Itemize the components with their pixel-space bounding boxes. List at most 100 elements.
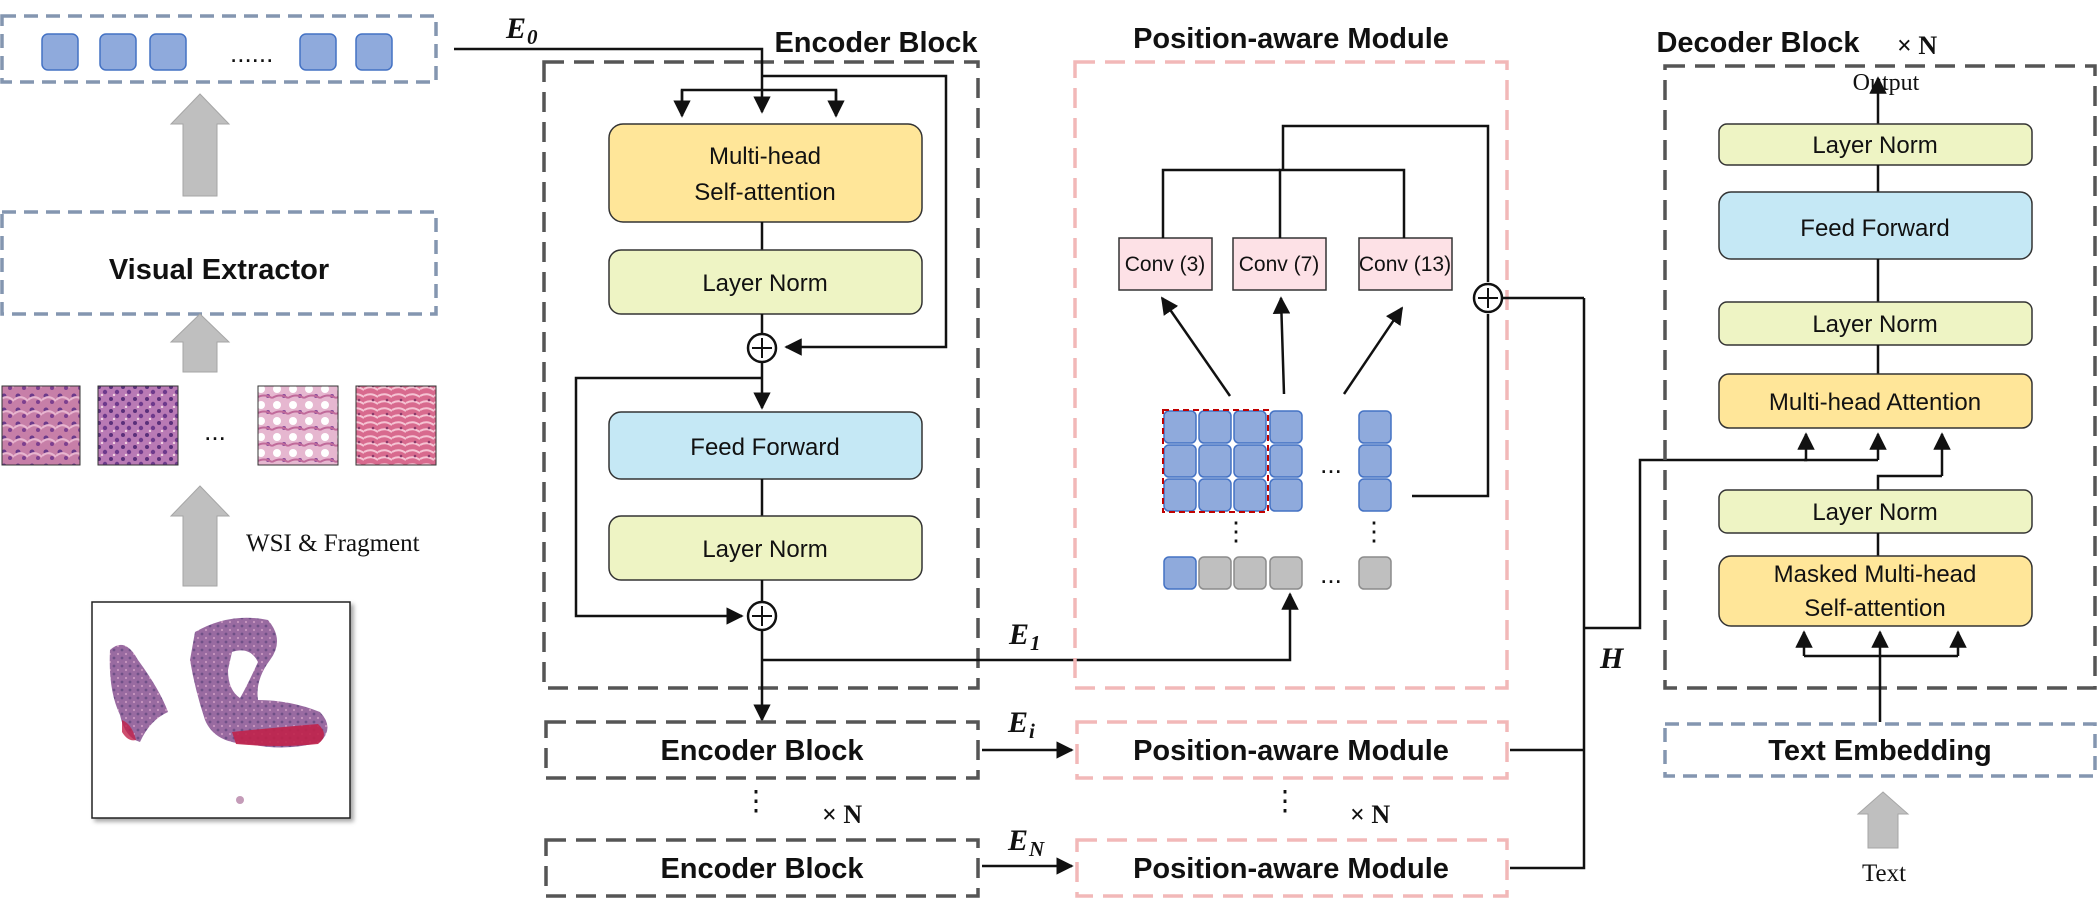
e0-arrow	[454, 47, 771, 114]
token-ellipsis: ......	[230, 38, 273, 68]
visual-extractor-label: Visual Extractor	[109, 254, 329, 286]
encoder-block-stack-n	[544, 838, 980, 898]
tissue-patches: ...	[1, 385, 437, 466]
patch-ellipsis: ...	[204, 416, 226, 446]
encoder-block-stack-1	[544, 720, 980, 780]
text-input-label: Text	[1862, 860, 1906, 887]
conv-merge-line	[1278, 168, 1406, 196]
tissue-patch	[1, 385, 81, 466]
decoder-repeat-label: × N	[1897, 31, 1937, 60]
position-module-stack-n	[1075, 838, 1509, 898]
grid-vdots: ⋮	[1361, 516, 1387, 546]
grid-residual-line	[1412, 314, 1490, 498]
gray-up-arrow	[169, 313, 231, 373]
svg-text:0: 0	[527, 25, 538, 49]
conv-3-box	[1118, 237, 1213, 291]
conv-input-arrow	[1272, 296, 1291, 395]
h-to-attention-line	[1584, 432, 1815, 630]
decoder-layer-norm-low	[1718, 489, 2033, 534]
residual-connection-1	[762, 74, 948, 356]
visual-token	[299, 33, 337, 71]
decoder-masked-attention-label-2: Self-attention	[1804, 595, 1945, 622]
svg-text:E: E	[1007, 706, 1028, 739]
decoder-masked-attention-box	[1718, 555, 2033, 627]
wsi-fragment-label: WSI & Fragment	[246, 530, 420, 557]
encoder-block-stack-n-label: Encoder Block	[660, 853, 864, 885]
decoder-attention-box	[1718, 373, 2033, 429]
token-row-frame	[0, 14, 438, 84]
svg-text:E: E	[1008, 618, 1029, 651]
decoder-feed-forward-label: Feed Forward	[1800, 215, 1949, 242]
visual-extractor-box	[0, 210, 438, 316]
text-embedding-box	[1663, 722, 2097, 778]
position-module-stack-1-label: Position-aware Module	[1133, 735, 1449, 767]
decoder-layer-norm-low-label: Layer Norm	[1812, 499, 1937, 526]
position-module-stack-1	[1075, 720, 1509, 780]
visual-token	[149, 33, 187, 71]
decoder-layer-norm-top	[1718, 123, 2033, 166]
position-module-frame	[1073, 60, 1509, 690]
tissue-patch	[355, 385, 437, 466]
token-row: ......	[0, 14, 438, 84]
encoder-attention-box	[608, 123, 923, 223]
conv-input-arrow	[1342, 306, 1404, 395]
conv-merge-line	[1281, 124, 1490, 282]
tissue-patch	[97, 385, 179, 466]
e1-arrow	[762, 592, 1299, 662]
whole-slide-image	[91, 601, 351, 819]
conv-merge-line	[1161, 168, 1280, 196]
decoder-query-line	[1876, 474, 1942, 490]
gray-up-arrow	[169, 93, 231, 197]
encoder-layer-norm-2	[608, 515, 923, 581]
output-label: Output	[1853, 70, 1920, 96]
visual-token	[355, 33, 393, 71]
encoder-layer-norm-2-label: Layer Norm	[702, 536, 827, 563]
decoder-attention-label: Multi-head Attention	[1769, 389, 1981, 416]
decoder-layer-norm-mid-label: Layer Norm	[1812, 311, 1937, 338]
encoder-layer-norm-1-label: Layer Norm	[702, 270, 827, 297]
conv-input-arrow	[1160, 296, 1232, 397]
svg-text:E: E	[1007, 824, 1028, 857]
module-repeat-label: × N	[1350, 800, 1390, 829]
conv-7-label: Conv (7)	[1239, 253, 1320, 276]
e0-label: E 0	[505, 12, 538, 49]
module-vdots: ⋮	[1271, 785, 1299, 816]
gray-up-arrow	[169, 485, 231, 587]
visual-token	[99, 33, 137, 71]
encoder-layer-norm-1	[608, 249, 923, 315]
conv-13-label: Conv (13)	[1359, 253, 1451, 276]
gray-up-arrow	[1856, 791, 1910, 849]
grid-ellipsis: ...	[1320, 559, 1342, 589]
svg-text:N: N	[1028, 837, 1045, 861]
encoder-feed-forward	[608, 411, 923, 480]
grid-vdots: ⋮	[1223, 516, 1249, 546]
svg-text:i: i	[1029, 719, 1035, 743]
h-aggregation-line	[1510, 298, 1586, 870]
en-label: E N	[1007, 824, 1045, 861]
conv-window	[1162, 409, 1269, 513]
encoder-feed-forward-label: Feed Forward	[690, 434, 839, 461]
svg-text:E: E	[505, 12, 526, 45]
tissue-patch	[257, 385, 339, 466]
grid-ellipsis: ...	[1320, 449, 1342, 479]
decoder-layer-norm-top-label: Layer Norm	[1812, 132, 1937, 159]
token-grid: ... ... ⋮ ⋮	[1162, 409, 1392, 590]
decoder-layer-norm-mid	[1718, 301, 2033, 346]
encoder-vdots: ⋮	[742, 785, 770, 816]
encoder-attention-label-2: Self-attention	[694, 179, 835, 206]
decoder-block-title: Decoder Block	[1656, 27, 1860, 59]
position-module-stack-n-label: Position-aware Module	[1133, 853, 1449, 885]
residual-connection-2	[574, 376, 762, 625]
encoder-repeat-label: × N	[822, 800, 862, 829]
text-embedding-label: Text Embedding	[1768, 735, 1991, 767]
h-label: H	[1599, 642, 1625, 675]
encoder-attention-label-1: Multi-head	[709, 143, 821, 170]
conv-3-label: Conv (3)	[1125, 253, 1206, 276]
encoder-block-title: Encoder Block	[774, 27, 978, 59]
decoder-masked-attention-label-1: Masked Multi-head	[1774, 561, 1977, 588]
encoder-block-stack-1-label: Encoder Block	[660, 735, 864, 767]
ei-label: E i	[1007, 706, 1035, 743]
visual-token	[41, 33, 79, 71]
attention-branch-line	[680, 88, 838, 112]
